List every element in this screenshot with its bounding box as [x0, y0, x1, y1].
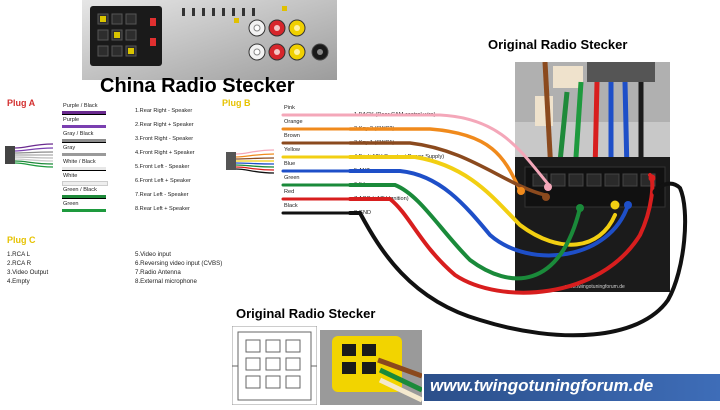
plug-c-pin-left: 2.RCA R: [7, 260, 32, 267]
plug-b-wire-color: Black: [284, 203, 298, 209]
plug-a-pin-label: 7.Rear Left - Speaker: [135, 192, 189, 198]
plug-b-wire-color: Yellow: [284, 147, 300, 153]
plug-b-pin-label: 3.Key 1 (SWC1): [354, 140, 395, 146]
yellow-connector-photo: [320, 330, 424, 405]
china-radio-heading: China Radio Stecker: [100, 75, 295, 97]
plug-b-wire-color: Brown: [284, 133, 300, 139]
original-connector-photo: www.twingotuningforum.de: [515, 61, 670, 292]
plug-a-connector-icon: [3, 140, 55, 175]
plug-c-pin-right: 6.Reversing video input (CVBS): [135, 260, 223, 267]
plug-a-pin-label: 3.Front Right - Speaker: [135, 136, 194, 142]
plug-a-wire-color: Purple / Black: [63, 103, 98, 109]
plug-a-wire-swatch: [62, 125, 106, 128]
plug-a-wire-swatch: [62, 181, 108, 186]
plug-c-pin-left: 3.Video Output: [7, 269, 49, 276]
plug-b-wire-color: Blue: [284, 161, 296, 167]
plug-b-pin-label: 7.ACC (+12V Ignition): [354, 196, 409, 202]
plug-a-wire-swatch: [62, 111, 106, 115]
website-banner: www.twingotuningforum.de: [424, 374, 720, 401]
plug-a-title: Plug A: [7, 98, 36, 108]
plug-b-pin-label: 8.GND: [354, 210, 372, 216]
original-connector-heading-top: Original Radio Stecker: [488, 37, 628, 52]
plug-a-wire-color: White / Black: [63, 159, 96, 165]
plug-b-wire-color: Pink: [284, 105, 295, 111]
svg-text:www.twingotuningforum.de: www.twingotuningforum.de: [565, 284, 625, 290]
plug-a-wire-swatch: [62, 153, 106, 156]
plug-a-pin-label: 8.Rear Left + Speaker: [135, 206, 190, 212]
china-radio-photo: [82, 0, 337, 80]
website-url[interactable]: www.twingotuningforum.de: [430, 376, 654, 395]
plug-a-wire-swatch: [62, 139, 106, 143]
plug-c-pin-right: 8.External microphone: [135, 278, 197, 285]
plug-b-wire-color: Red: [284, 189, 295, 195]
plug-b-connector-icon: [224, 146, 276, 181]
plug-b-pin-label: 6.ILL: [354, 182, 367, 188]
plug-a-pin-label: 4.Front Right + Speaker: [135, 150, 195, 156]
plug-a-wire-color: Purple: [63, 117, 80, 123]
plug-b-wire-color: Green: [284, 175, 300, 181]
plug-a-wire-swatch: [62, 209, 106, 212]
plug-a-wire-color: Green: [63, 201, 79, 207]
connector-schematic: [231, 325, 318, 406]
plug-c-pin-left: 4.Empty: [7, 278, 30, 285]
plug-a-wire-color: White: [63, 173, 78, 179]
plug-a-pin-label: 6.Front Left + Speaker: [135, 178, 191, 184]
plug-b-pin-label: 4.B+ (+12V Constant Power Supply): [354, 154, 445, 160]
plug-a-pin-label: 5.Front Left - Speaker: [135, 164, 190, 170]
plug-a-wire-color: Gray / Black: [63, 131, 94, 137]
plug-a-pin-label: 2.Rear Right + Speaker: [135, 122, 194, 128]
plug-b-pin-label: 2.Key 2 (SWC2): [354, 126, 395, 132]
plug-c-pin-right: 5.Video input: [135, 251, 172, 258]
plug-a-wire-swatch: [62, 167, 106, 171]
plug-a-wire-swatch: [62, 195, 106, 199]
plug-b-pin-label: 5.ANT: [354, 168, 370, 174]
plug-a-wire-color: Gray: [63, 145, 76, 151]
plug-c-title: Plug C: [7, 235, 36, 245]
plug-a-wire-color: Green / Black: [63, 187, 97, 193]
plug-a-pin-label: 1.Rear Right - Speaker: [135, 108, 193, 114]
plug-b-title: Plug B: [222, 98, 251, 108]
original-connector-heading-bottom: Original Radio Stecker: [236, 306, 376, 321]
plug-b-pin-label: 1.BACK (Rear CAM control wire): [354, 112, 436, 118]
plug-c-pin-right: 7.Radio Antenna: [135, 269, 181, 276]
plug-b-wire-color: Orange: [284, 119, 303, 125]
plug-c-pin-left: 1.RCA L: [7, 251, 31, 258]
